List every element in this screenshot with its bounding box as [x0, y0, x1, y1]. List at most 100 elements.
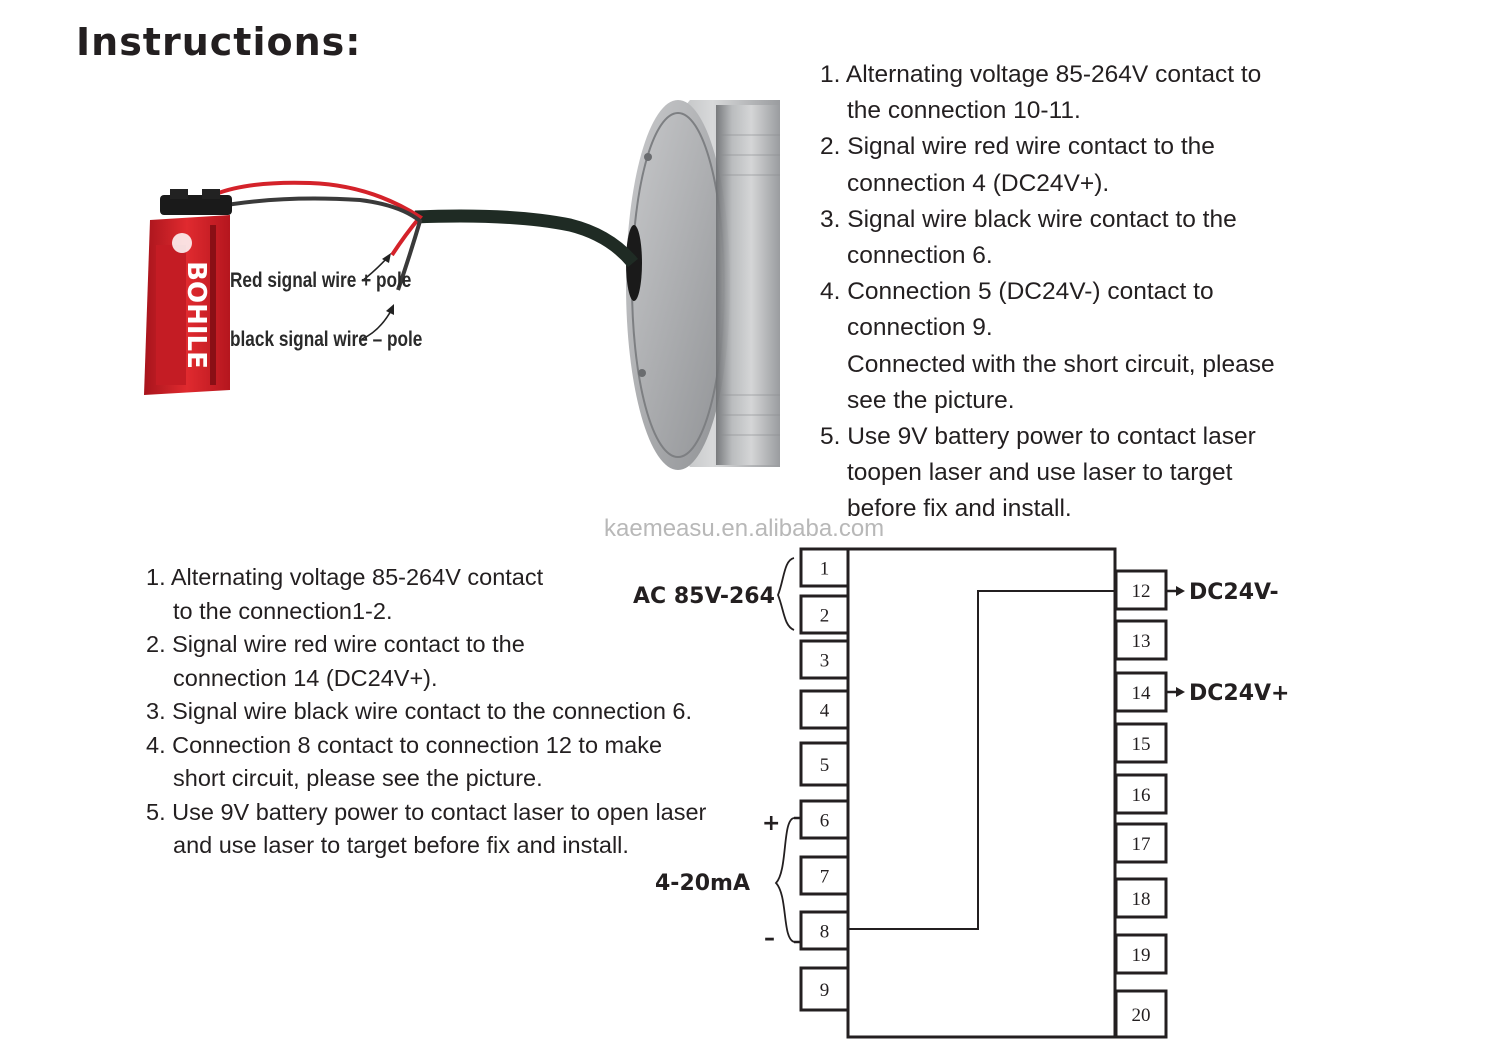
right-terminal: 14: [1114, 671, 1168, 713]
right-terminal: 19: [1114, 933, 1168, 975]
right-terminal-box: [1114, 569, 1168, 611]
right-terminal-box: [1114, 773, 1168, 815]
page-title: Instructions:: [76, 20, 362, 64]
right-terminal-number: 13: [1132, 631, 1151, 652]
left-terminal-number: 8: [820, 922, 830, 943]
right-terminal: 18: [1114, 877, 1168, 919]
right-terminal-box: [1114, 933, 1168, 975]
instruction-line: see the picture.: [847, 386, 1015, 414]
right-terminal-box: [1114, 671, 1168, 713]
instruction-line: connection 9.: [847, 314, 993, 342]
instruction-item: 5. Use 9V battery power to contact laser…: [820, 419, 1275, 528]
left-terminal-box: [799, 966, 850, 1012]
instruction-line: connection 6.: [847, 242, 993, 270]
signal-cable: [414, 209, 639, 268]
right-terminal-number: 16: [1132, 785, 1151, 806]
instruction-line: 2. Signal wire red wire contact to the: [146, 631, 525, 657]
black-wire: [214, 196, 423, 291]
right-terminal-number: 12: [1132, 581, 1151, 602]
left-terminal: 5: [799, 741, 850, 787]
minus-sign: –: [764, 926, 775, 951]
right-terminal-box: [1114, 619, 1168, 661]
left-terminal-number: 7: [820, 867, 830, 888]
right-terminal-number: 18: [1132, 889, 1151, 910]
instruction-line: 5. Use 9V battery power to contact laser: [820, 423, 1256, 451]
instruction-item: 2. Signal wire red wire contact to the c…: [820, 129, 1275, 201]
red-wire: [188, 180, 423, 257]
instruction-line: Connected with the short circuit, please: [847, 350, 1275, 378]
left-terminal: 9: [799, 966, 850, 1012]
photo-illustration: BOHILE: [144, 100, 780, 470]
instruction-line: the connection 10-11.: [847, 97, 1081, 125]
instruction-item: 1. Alternating voltage 85-264V contact t…: [146, 561, 706, 628]
dc-plus-label: DC24V+: [1189, 681, 1289, 706]
left-terminal-number: 3: [820, 651, 830, 672]
current-signal-label: 4-20mA: [655, 871, 750, 896]
instructions-top: 1. Alternating voltage 85-264V contact t…: [820, 57, 1275, 528]
instructions-bottom: 1. Alternating voltage 85-264V contact t…: [146, 561, 706, 863]
instruction-line: 4. Connection 5 (DC24V-) contact to: [820, 278, 1214, 306]
left-terminal: 2: [799, 594, 850, 635]
instruction-line: 5. Use 9V battery power to contact laser…: [146, 798, 707, 825]
right-terminal: 20: [1114, 989, 1168, 1039]
left-terminal-box: [799, 594, 850, 635]
left-terminal: 4: [799, 689, 850, 730]
current-brace: [774, 817, 795, 943]
right-terminal: 16: [1114, 773, 1168, 815]
dc-minus-arrowhead: [1176, 586, 1185, 596]
instruction-line: to the connection1-2.: [173, 597, 393, 624]
left-terminal-number: 2: [820, 606, 830, 627]
left-terminal-strip: 1 2 3 4 5 6 7 8 9: [799, 547, 850, 1012]
left-terminal-box: [799, 639, 850, 680]
right-terminal-number: 17: [1132, 834, 1151, 855]
left-terminal: 8: [799, 910, 850, 951]
battery-laser-photo: BOHILE Red signal wire + pole black sign…: [130, 95, 790, 500]
left-terminal-box: [799, 855, 850, 896]
left-terminal-number: 4: [820, 701, 830, 722]
left-terminal-number: 6: [820, 811, 830, 832]
instruction-item: 3. Signal wire black wire contact to the…: [820, 202, 1275, 274]
controller-body: [846, 547, 1117, 1039]
laser-housing: [626, 100, 780, 470]
left-terminal-number: 9: [820, 980, 830, 1001]
instruction-line: 2. Signal wire red wire contact to the: [820, 133, 1215, 161]
instruction-line: connection 4 (DC24V+).: [847, 169, 1110, 197]
left-terminal-box: [799, 799, 850, 840]
instruction-line: 1. Alternating voltage 85-264V contact t…: [820, 61, 1262, 88]
instruction-item: 4. Connection 5 (DC24V-) contact to conn…: [820, 274, 1275, 419]
instruction-line: 3. Signal wire black wire contact to the…: [146, 698, 693, 724]
right-terminal-box: [1114, 822, 1168, 864]
right-terminal-box: [1114, 722, 1168, 764]
dc-minus-label: DC24V-: [1189, 580, 1279, 605]
left-terminal-number: 1: [820, 559, 830, 580]
right-terminal: 12: [1114, 569, 1168, 611]
instruction-line: and use laser to target before fix and i…: [173, 832, 629, 858]
svg-text:BOHILE: BOHILE: [181, 261, 211, 369]
left-terminal-box: [799, 689, 850, 730]
left-terminal-box: [799, 910, 850, 951]
ac-brace: [777, 557, 795, 631]
red-signal-wire-label: Red signal wire + pole: [230, 269, 412, 292]
dc-plus-arrowhead: [1176, 687, 1185, 697]
jumper-wire-8-12: [848, 590, 1115, 930]
instruction-item: 5. Use 9V battery power to contact laser…: [146, 796, 706, 863]
instruction-line: 1. Alternating voltage 85-264V contact: [146, 564, 544, 590]
battery-9v: BOHILE: [144, 189, 232, 395]
left-terminal: 1: [799, 547, 850, 588]
left-terminal-box: [799, 547, 850, 588]
right-terminal: 17: [1114, 822, 1168, 864]
right-terminal-number: 20: [1132, 1005, 1151, 1026]
instruction-line: before fix and install.: [847, 495, 1072, 523]
right-terminal-box: [1114, 877, 1168, 919]
plus-sign: +: [762, 811, 780, 836]
left-terminal: 7: [799, 855, 850, 896]
instruction-item: 4. Connection 8 contact to connection 12…: [146, 729, 706, 796]
black-signal-wire-label: black signal wire – pole: [230, 328, 423, 351]
watermark: kaemeasu.en.alibaba.com: [604, 515, 885, 542]
left-terminal-number: 5: [820, 755, 830, 776]
instruction-line: toopen laser and use laser to target: [847, 459, 1233, 487]
instruction-item: 2. Signal wire red wire contact to the c…: [146, 628, 706, 695]
